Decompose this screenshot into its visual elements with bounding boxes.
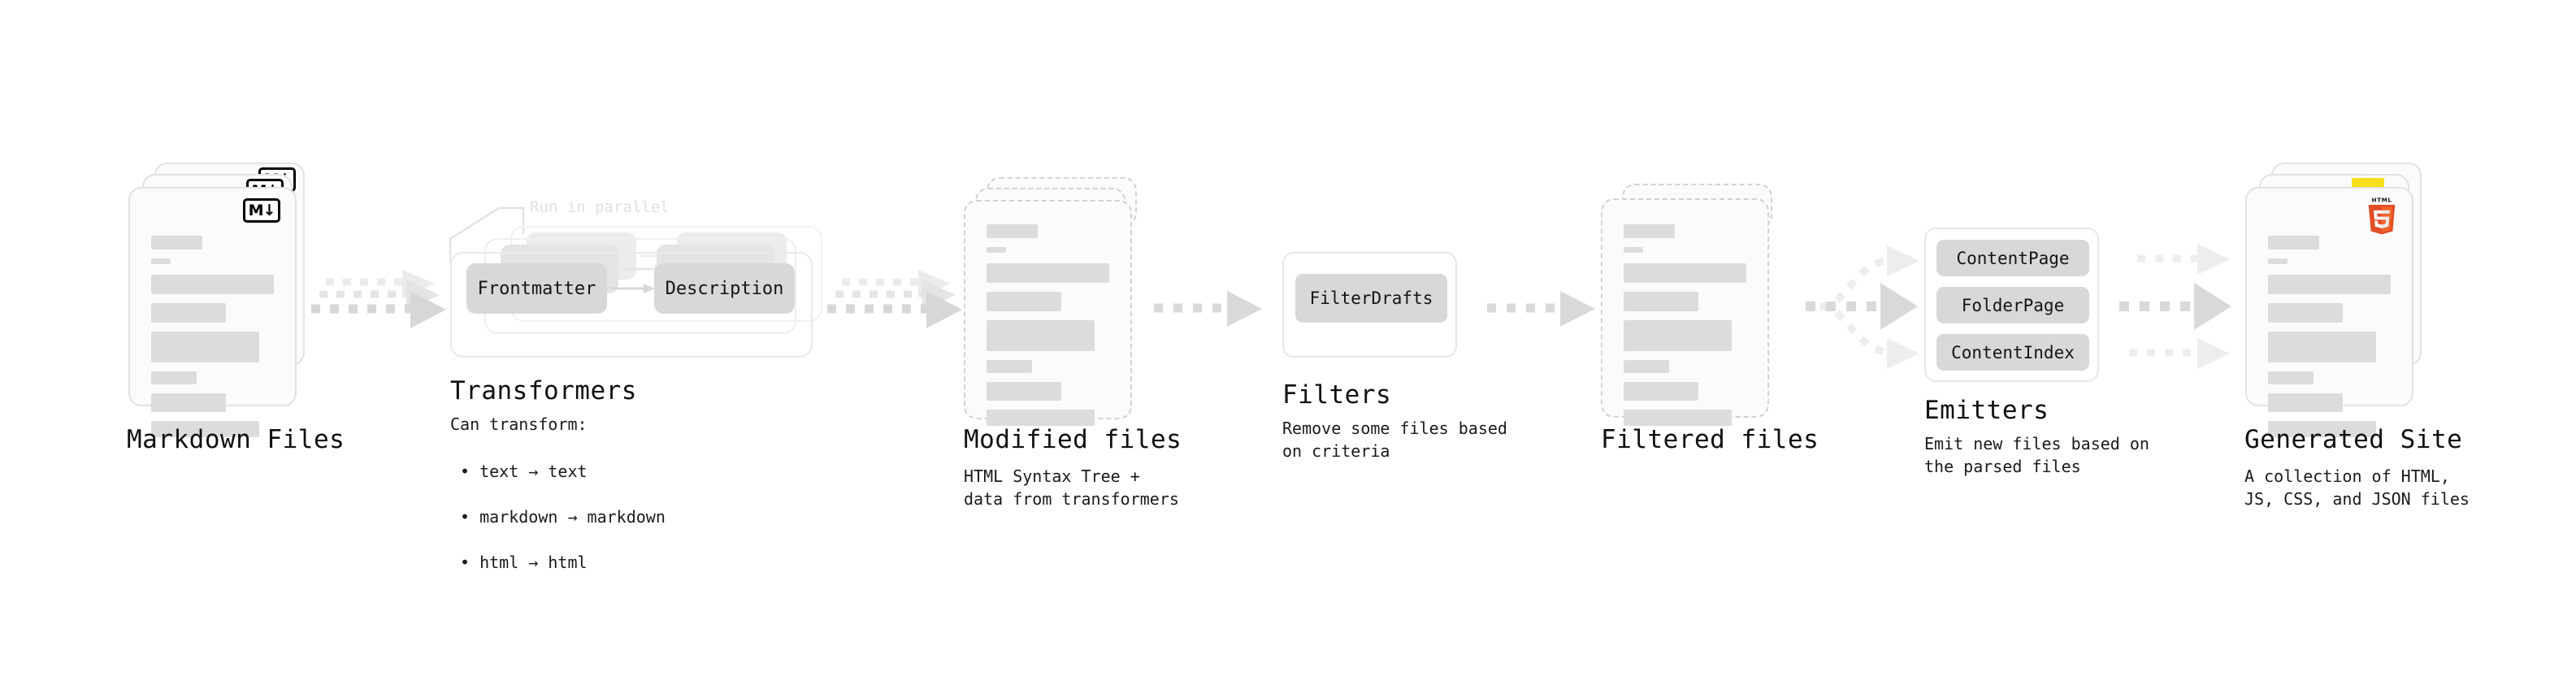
markdown-files-title: Markdown Files [127, 425, 345, 454]
filter-pill-filterdrafts[interactable]: FilterDrafts [1295, 274, 1447, 323]
stage-filters-box: FilterDrafts [1282, 252, 1457, 358]
modified-files-desc: HTML Syntax Tree + data from transformer… [964, 466, 1179, 509]
bullet-text: text → text [479, 462, 588, 481]
markdown-icon: M↓ [243, 198, 280, 223]
transformer-card-front [450, 252, 813, 358]
content-bar [151, 371, 197, 384]
markdown-card-front: M↓ [128, 187, 297, 437]
content-bar [987, 292, 1062, 311]
content-bar [987, 247, 1006, 253]
content-bar [987, 410, 1095, 426]
content-bar [2268, 332, 2376, 362]
filtered-files-title: Filtered files [1601, 425, 1819, 454]
bullet-text: html → html [479, 553, 588, 572]
content-bar [151, 393, 227, 412]
connector-filters-to-filtered [1487, 286, 1605, 335]
content-bar [1624, 320, 1732, 351]
svg-text:HTML: HTML [2372, 197, 2392, 204]
content-bar [1624, 224, 1675, 238]
transformers-bullets: • text → text • markdown → markdown • ht… [460, 437, 666, 574]
content-bar [2268, 236, 2319, 249]
content-bar [151, 258, 171, 264]
stage-emitters-box: ContentPage FolderPage ContentIndex [1924, 228, 2099, 382]
emitter-pill-label: ContentIndex [1951, 342, 2075, 362]
transformer-pill-label: Description [665, 278, 784, 299]
emitters-desc: Emit new files based on the parsed files [1924, 434, 2149, 476]
content-bar [2268, 421, 2376, 437]
emitter-pill-contentpage[interactable]: ContentPage [1936, 240, 2089, 276]
stage-transformers: Run in parallel Frontmatter Description [449, 195, 830, 358]
filtered-card-content [1624, 224, 1746, 435]
markdown-card-content [151, 236, 274, 446]
site-card-content [2268, 236, 2391, 446]
content-bar [1624, 247, 1643, 253]
modified-card-front [964, 200, 1132, 426]
generated-site-title: Generated Site [2244, 425, 2463, 454]
connector-filtered-to-emitters [1806, 229, 1956, 384]
content-bar [1624, 410, 1732, 426]
connector-modified-to-filters [1154, 286, 1272, 335]
content-bar [151, 332, 259, 362]
connector-transformers-to-modified [827, 268, 969, 354]
transformers-bullet-item: • markdown → markdown [460, 507, 666, 527]
filtered-card-front [1601, 198, 1769, 426]
content-bar [151, 236, 202, 249]
content-bar [1624, 382, 1699, 401]
content-bar [987, 224, 1038, 238]
modified-card-content [987, 224, 1109, 435]
content-bar [1624, 360, 1669, 373]
run-in-parallel-label: Run in parallel [530, 198, 670, 216]
site-card-front: HTML [2245, 187, 2413, 437]
content-bar [987, 360, 1032, 373]
content-bar [2268, 275, 2391, 294]
html5-icon: HTML [2368, 197, 2396, 235]
transformers-bullet-item: • html → html [460, 553, 588, 572]
transformer-pill-description[interactable]: Description [654, 263, 795, 314]
transformers-title: Transformers [450, 376, 637, 406]
content-bar [151, 303, 227, 323]
bullet-text: markdown → markdown [479, 507, 666, 527]
content-bar [2268, 303, 2344, 323]
transformers-bullet-item: • text → text [460, 462, 588, 481]
content-bar [151, 275, 274, 294]
content-bar [1624, 292, 1699, 311]
generated-site-desc: A collection of HTML, JS, CSS, and JSON … [2244, 466, 2470, 509]
transformer-arrow-front [609, 284, 655, 293]
emitters-title: Emitters [1924, 396, 2049, 425]
emitter-pill-label: ContentPage [1956, 248, 2070, 268]
stage-filtered-files [1601, 184, 1788, 427]
stage-markdown-files: M↓ M↓ M↓ [126, 163, 305, 437]
content-bar [987, 382, 1062, 401]
transformer-pill-label: Frontmatter [477, 278, 596, 299]
content-bar [2268, 393, 2344, 412]
emitter-pill-contentindex[interactable]: ContentIndex [1936, 334, 2089, 371]
stage-generated-site: CSS JS HTML [2243, 163, 2430, 437]
transformer-pill-frontmatter[interactable]: Frontmatter [466, 263, 607, 314]
content-bar [2268, 258, 2288, 264]
emitter-pill-folderpage[interactable]: FolderPage [1936, 287, 2089, 323]
emitter-pill-label: FolderPage [1961, 295, 2065, 315]
stage-modified-files [964, 177, 1151, 426]
connector-emitters-to-site [2119, 229, 2270, 384]
parallel-leader-line [449, 206, 525, 263]
filters-title: Filters [1282, 380, 1392, 410]
content-bar [151, 421, 259, 437]
connector-md-to-transformers [311, 268, 449, 354]
filters-desc: Remove some files based on criteria [1282, 419, 1507, 461]
transformers-desc: Can transform: [450, 414, 588, 434]
modified-files-title: Modified files [964, 425, 1182, 454]
filter-pill-label: FilterDrafts [1309, 288, 1433, 308]
content-bar [987, 320, 1095, 351]
content-bar [2268, 371, 2314, 384]
content-bar [987, 263, 1109, 283]
content-bar [1624, 263, 1746, 283]
